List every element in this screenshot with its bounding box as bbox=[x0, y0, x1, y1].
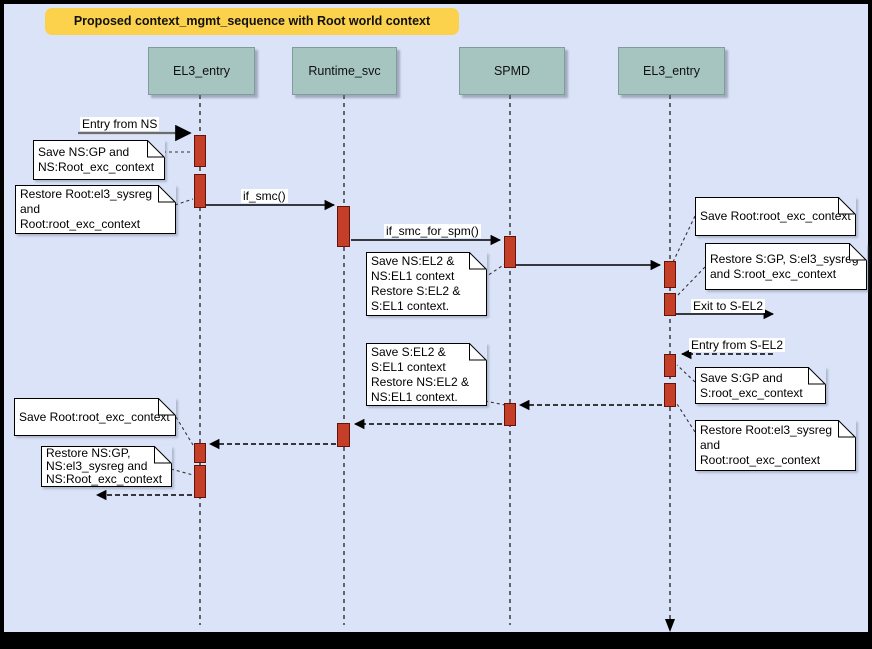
message-label-if-smc-for-spm: if_smc_for_spm() bbox=[384, 224, 481, 238]
note-text: Save NS:GP and NS:Root_exc_context bbox=[38, 145, 155, 174]
activation-bar bbox=[664, 383, 676, 407]
note-text: Restore Root:el3_sysreg and Root:root_ex… bbox=[20, 187, 153, 231]
note-text: Restore S:GP, S:el3_sysreg and S:root_ex… bbox=[710, 251, 859, 281]
note-connector bbox=[484, 400, 506, 406]
note-connector bbox=[175, 416, 194, 446]
note-save-root-exc-left: Save Root:root_exc_context bbox=[14, 398, 176, 436]
note-text: Save S:EL2 & S:EL1 context Restore NS:EL… bbox=[371, 344, 470, 404]
note-fold-icon bbox=[808, 367, 826, 385]
message-label-entry-from-ns: Entry from NS bbox=[80, 117, 160, 131]
note-fold-icon bbox=[469, 343, 487, 361]
lifeline-label: SPMD bbox=[493, 64, 531, 78]
note-fold-icon bbox=[158, 185, 176, 203]
note-restore-s-gp: Restore S:GP, S:el3_sysreg and S:root_ex… bbox=[705, 243, 867, 290]
note-fold-icon bbox=[838, 420, 856, 438]
activation-bar bbox=[194, 465, 206, 498]
note-text: Save NS:EL2 & NS:EL1 context Restore S:E… bbox=[371, 254, 461, 313]
message-label-if-smc: if_smc() bbox=[241, 189, 288, 203]
lifeline-box-runtime-svc: Runtime_svc bbox=[292, 47, 397, 95]
note-text: Restore Root:el3_sysreg and Root:root_ex… bbox=[700, 423, 833, 467]
activation-bar bbox=[664, 293, 676, 316]
note-save-root-exc-right: Save Root:root_exc_context bbox=[695, 197, 856, 236]
note-text: Save Root:root_exc_context bbox=[700, 209, 851, 223]
activation-bar bbox=[194, 135, 206, 167]
lifeline-label: EL3_entry bbox=[173, 64, 230, 78]
activation-bar bbox=[194, 174, 206, 208]
note-restore-ns-gp: Restore NS:GP, NS:el3_sysreg and NS:Root… bbox=[41, 446, 172, 487]
note-fold-icon bbox=[147, 140, 165, 158]
lifeline-label: Runtime_svc bbox=[308, 64, 381, 78]
lifeline-label: EL3_entry bbox=[643, 64, 700, 78]
note-connector bbox=[483, 263, 506, 279]
activation-bar bbox=[664, 261, 676, 288]
lifeline-box-el3-entry-left: EL3_entry bbox=[148, 47, 255, 95]
note-fold-icon bbox=[158, 398, 176, 416]
note-connector bbox=[676, 403, 696, 433]
note-connector bbox=[170, 468, 194, 476]
activation-bar bbox=[337, 423, 350, 447]
note-save-s-gp: Save S:GP and S:root_exc_context bbox=[695, 367, 826, 404]
note-fold-icon bbox=[154, 446, 172, 464]
activation-bar bbox=[504, 236, 516, 268]
note-fold-icon bbox=[469, 252, 487, 270]
note-save-ns-gp: Save NS:GP and NS:Root_exc_context bbox=[33, 140, 165, 180]
note-text: Save S:GP and S:root_exc_context bbox=[700, 370, 803, 400]
note-text: Restore NS:GP, NS:el3_sysreg and NS:Root… bbox=[46, 446, 163, 486]
note-save-ns-el2: Save NS:EL2 & NS:EL1 context Restore S:E… bbox=[366, 252, 487, 316]
activation-bar bbox=[664, 354, 676, 377]
lifeline-end-arrow-icon bbox=[665, 619, 675, 632]
diagram-canvas: EL3_entry Runtime_svc SPMD EL3_entry Ent… bbox=[4, 4, 868, 632]
lifeline-box-spmd: SPMD bbox=[459, 47, 565, 95]
message-label-entry-from-sel2: Entry from S-EL2 bbox=[689, 338, 786, 352]
note-restore-root-el3-right: Restore Root:el3_sysreg and Root:root_ex… bbox=[695, 420, 856, 471]
note-restore-root-el3-left: Restore Root:el3_sysreg and Root:root_ex… bbox=[15, 185, 176, 234]
note-connector bbox=[672, 215, 696, 263]
activation-bar bbox=[194, 443, 206, 463]
note-fold-icon bbox=[849, 243, 867, 261]
activation-bar bbox=[504, 403, 516, 426]
note-text: Save Root:root_exc_context bbox=[19, 409, 170, 424]
note-fold-icon bbox=[838, 197, 856, 215]
note-connector bbox=[174, 198, 194, 206]
note-connector bbox=[676, 364, 696, 383]
activation-bar bbox=[337, 206, 350, 247]
diagram-title: Proposed context_mgmt_sequence with Root… bbox=[45, 8, 459, 35]
note-connector bbox=[676, 266, 706, 297]
diagram-wires bbox=[78, 95, 775, 632]
note-save-s-el2: Save S:EL2 & S:EL1 context Restore NS:EL… bbox=[366, 343, 487, 406]
message-label-exit-to-sel2: Exit to S-EL2 bbox=[691, 299, 766, 313]
lifeline-box-el3-entry-right: EL3_entry bbox=[618, 47, 725, 95]
